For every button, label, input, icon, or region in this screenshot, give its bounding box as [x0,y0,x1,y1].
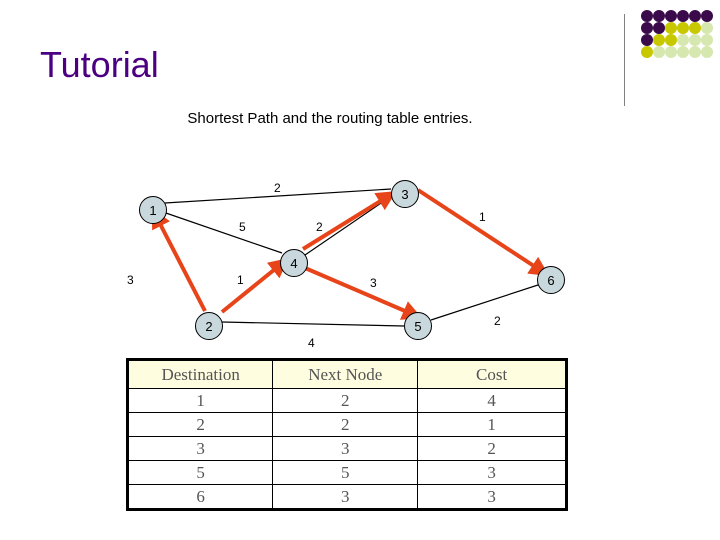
grid-dot [653,34,665,46]
edge-weight-label: 1 [479,210,486,224]
title-divider [624,14,625,106]
grid-dot [665,46,677,58]
cell-cost: 4 [417,388,567,413]
grid-dot [641,22,653,34]
table-header-row: Destination Next Node Cost [126,359,567,389]
decorative-dot-grid [641,10,713,90]
cell-destination: 6 [126,484,274,510]
grid-dot [641,10,653,22]
edge-weight-label: 3 [370,276,377,290]
cell-next-node: 2 [272,388,419,413]
grid-dot [665,10,677,22]
grid-dot [689,10,701,22]
edge-weight-label: 2 [494,314,501,328]
grid-dot [677,22,689,34]
graph-node-6: 6 [537,266,565,294]
graph-node-4: 4 [280,249,308,277]
cell-destination: 1 [126,388,274,413]
grid-dot [689,46,701,58]
cell-destination: 2 [126,412,274,437]
cell-cost: 1 [417,412,567,437]
cell-cost: 3 [417,460,567,485]
network-graph: 1 2 3 4 5 6 2 5 2 1 3 1 3 4 2 [0,150,720,360]
edge-weight-label: 1 [237,273,244,287]
grid-dot [689,22,701,34]
edge-weight-label: 5 [239,220,246,234]
edge-weight-label: 2 [316,220,323,234]
graph-node-2: 2 [195,312,223,340]
grid-dot [677,10,689,22]
grid-dot [701,22,713,34]
graph-node-1: 1 [139,196,167,224]
edge-weight-label: 2 [274,181,281,195]
cell-next-node: 2 [272,412,419,437]
slide-subtitle: Shortest Path and the routing table entr… [187,110,473,127]
grid-dot [701,46,713,58]
grid-dot [653,22,665,34]
grid-dot [677,46,689,58]
grid-dot [653,10,665,22]
graph-node-5: 5 [404,312,432,340]
cell-destination: 3 [126,436,274,461]
grid-dot [677,34,689,46]
grid-dot [665,34,677,46]
grid-dot [689,34,701,46]
column-header-next-node: Next Node [272,359,419,389]
column-header-cost: Cost [417,359,567,389]
cell-cost: 3 [417,484,567,510]
column-header-destination: Destination [126,359,274,389]
cell-destination: 5 [126,460,274,485]
edge-weight-label: 4 [308,336,315,350]
grid-dot [653,46,665,58]
edge-weight-label: 3 [127,273,134,287]
cell-cost: 2 [417,436,567,461]
cell-next-node: 5 [272,460,419,485]
page-title: Tutorial [40,44,159,85]
cell-next-node: 3 [272,436,419,461]
grid-dot [641,46,653,58]
cell-next-node: 3 [272,484,419,510]
grid-dot [701,10,713,22]
grid-dot [701,34,713,46]
grid-dot [641,34,653,46]
grid-dot [665,22,677,34]
graph-edges [151,188,550,327]
graph-node-3: 3 [391,180,419,208]
